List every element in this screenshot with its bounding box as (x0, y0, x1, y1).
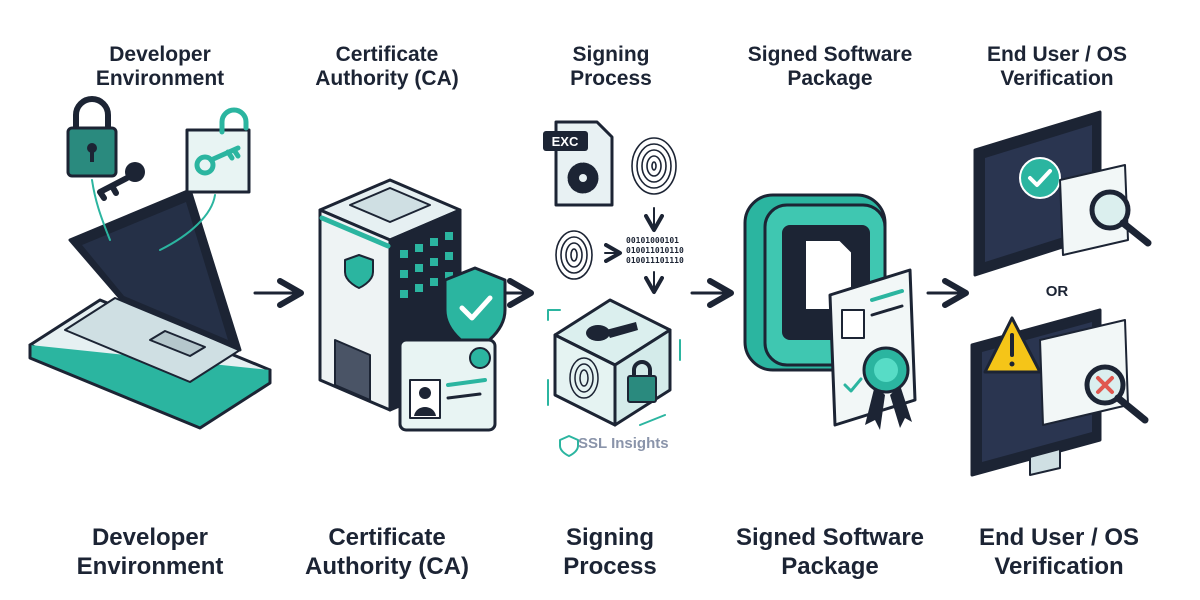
public-key-card-icon (185, 107, 251, 194)
crypto-cube-icon (547, 298, 681, 427)
connection-lines (91, 179, 216, 251)
title-line: Verification (994, 553, 1124, 580)
title-line: Developer (91, 524, 209, 551)
id-card-icon (398, 338, 497, 432)
laptop-icon (28, 188, 272, 430)
or-label: OR (1046, 283, 1069, 300)
key-icon (97, 162, 145, 201)
title-line: Authority (CA) (315, 67, 459, 90)
title-line: End User / OS (986, 43, 1128, 66)
title-line: End User / OS (978, 524, 1140, 551)
binary-line: 010011101110 (626, 256, 684, 265)
certificate-icon (828, 268, 917, 430)
title-line: Signing (566, 524, 654, 551)
title-line: Signed Software (747, 43, 913, 66)
title-line: Process (570, 67, 652, 90)
title-line: Package (781, 553, 879, 580)
binary-line: 00101000101 (626, 236, 679, 245)
title-line: Environment (76, 553, 224, 580)
title-line: Signed Software (735, 524, 925, 551)
padlock-closed-icon (66, 96, 118, 178)
monitor-warning-icon (970, 308, 1149, 477)
fingerprint-icon (555, 230, 593, 280)
title-line: Certificate (328, 524, 446, 551)
ssl-insights-logo (559, 435, 579, 457)
fingerprint-icon (631, 137, 677, 195)
brand-label: SSL Insights (578, 435, 669, 452)
title-line: Verification (1000, 67, 1114, 90)
title-line: Package (787, 67, 873, 90)
title-line: Process (563, 553, 657, 580)
title-line: Authority (CA) (305, 553, 469, 580)
executable-file-icon: EXC (543, 120, 614, 207)
building-windows (400, 232, 453, 298)
title-line: Environment (95, 67, 225, 90)
title-line: Certificate (335, 43, 439, 66)
monitor-success-icon (973, 110, 1152, 277)
file-label: EXC (552, 134, 579, 149)
title-line: Signing (572, 43, 650, 66)
binary-line: 010011010110 (626, 246, 684, 255)
title-line: Developer (109, 43, 211, 66)
